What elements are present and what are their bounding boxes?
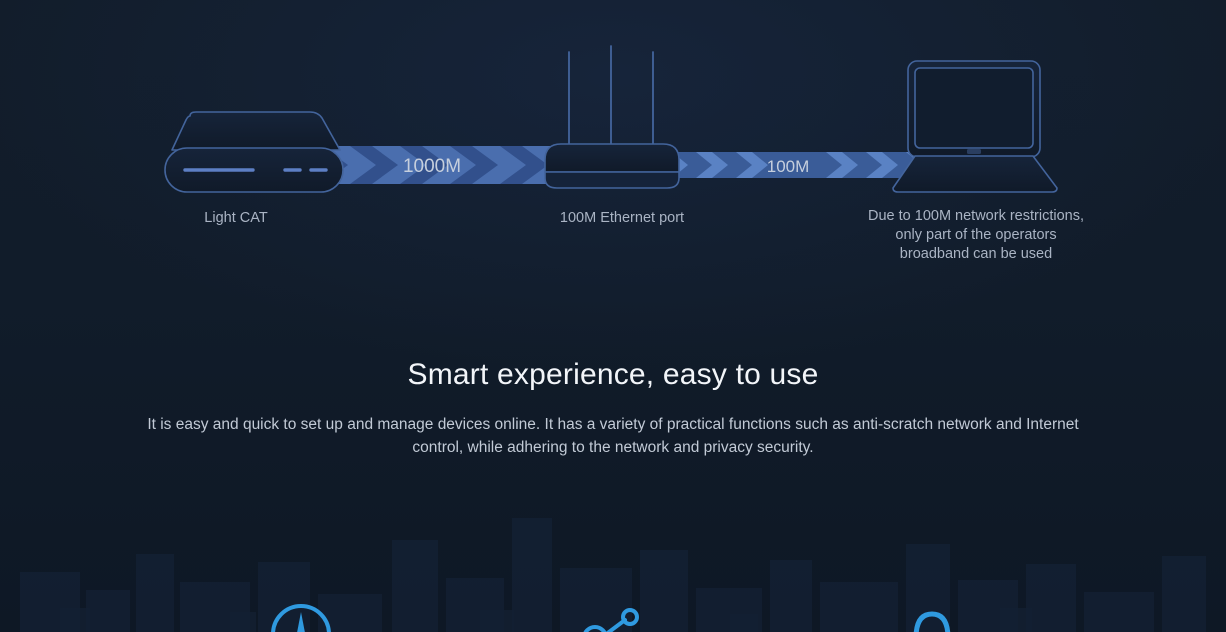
link-100m: 100M (676, 152, 916, 178)
share-node-icon (583, 608, 639, 632)
clock-gauge-icon (271, 604, 331, 632)
laptop-label: Due to 100M network restrictions, only p… (868, 208, 1084, 262)
section-body-text: It is easy and quick to set up and manag… (147, 416, 1079, 456)
lock-icon (913, 611, 951, 632)
feature-security[interactable] (896, 598, 968, 632)
network-topology-diagram: 1000M 100M (0, 0, 1226, 300)
laptop-icon (892, 60, 1058, 193)
section-heading: Smart experience, easy to use (407, 358, 819, 391)
modem-icon (164, 111, 344, 193)
router-label: 100M Ethernet port (559, 210, 685, 226)
feature-share[interactable] (575, 598, 647, 632)
feature-speed[interactable] (265, 598, 337, 632)
router-antennas (568, 45, 654, 149)
feature-icon-row (0, 598, 1226, 632)
link-1000m-label: 1000M (403, 156, 461, 177)
link-100m-label: 100M (767, 157, 810, 176)
modem-label: Light CAT (204, 210, 268, 226)
router-icon (544, 45, 680, 189)
